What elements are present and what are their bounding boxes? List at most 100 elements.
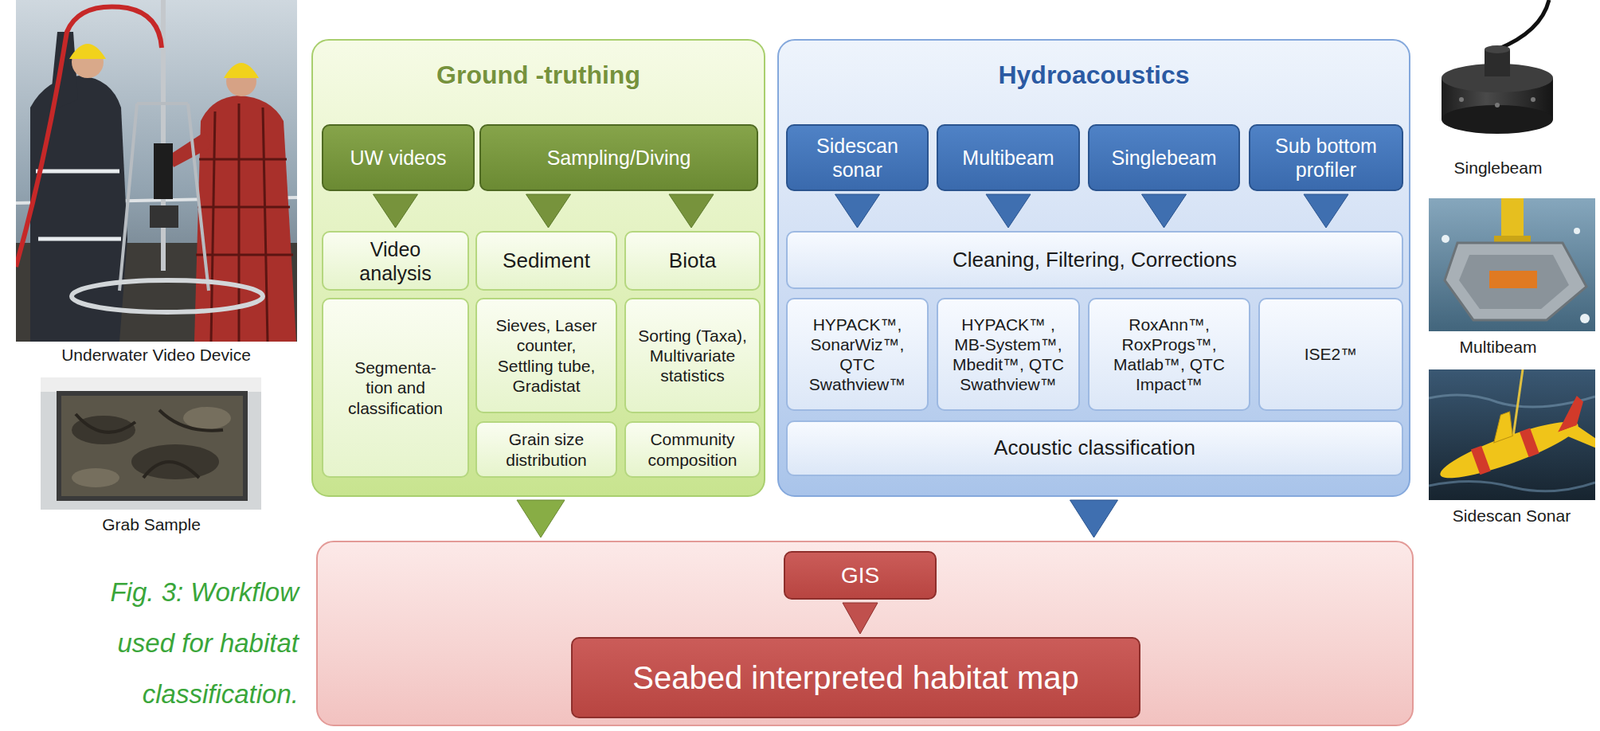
tool-box: ISE2™ xyxy=(1258,297,1404,411)
box-label: Sidescan sonar xyxy=(803,133,912,182)
method-box: Sidescan sonar xyxy=(786,124,929,192)
tool-box: HYPACK™ , MB-System™, Mbedit™, QTC Swath… xyxy=(936,297,1080,411)
box-label: HYPACK™, SonarWiz™, QTC Swathview™ xyxy=(797,314,918,396)
process-box: Video analysis xyxy=(321,230,470,291)
box-label: GIS xyxy=(841,562,880,590)
photo-highlight xyxy=(40,377,262,392)
method-box: Singlebeam xyxy=(1087,124,1241,192)
box-label: Community composition xyxy=(633,429,752,470)
bolt xyxy=(1459,97,1464,102)
sonar-head xyxy=(1444,242,1587,321)
red-hose xyxy=(15,7,162,267)
box-label: Sub bottom profiler xyxy=(1259,133,1393,182)
bolt xyxy=(1494,102,1500,108)
flow-arrow xyxy=(526,194,572,228)
flow-arrow xyxy=(835,194,881,228)
process-box: Biota xyxy=(624,230,761,291)
plaid-line xyxy=(262,107,268,342)
multibeam-photo xyxy=(1428,198,1596,332)
helmet xyxy=(223,62,259,79)
worms xyxy=(75,410,223,478)
output-panel: GIS Seabed interpreted habitat map xyxy=(316,540,1414,727)
sample-tray xyxy=(58,393,246,499)
towfish-band xyxy=(1519,427,1540,458)
transducer-neck-top xyxy=(1484,45,1511,54)
towfish xyxy=(1428,387,1596,501)
process-box: Segmenta- tion and classification xyxy=(321,297,470,478)
singlebeam-transducer xyxy=(1441,0,1554,134)
frame-leg xyxy=(119,103,137,291)
gis-box: GIS xyxy=(783,551,937,600)
output-box: Seabed interpreted habitat map xyxy=(571,637,1141,719)
label-slot: Sidescan Sonar xyxy=(1427,505,1596,526)
flow-arrow xyxy=(985,194,1031,228)
box-label: Sieves, Laser counter, Settling tube, Gr… xyxy=(488,315,605,396)
towfish-fin xyxy=(1548,394,1590,433)
jacket-stripe xyxy=(38,237,122,242)
box-label: Multibeam xyxy=(962,145,1054,170)
mud xyxy=(71,468,120,488)
box-label: Singlebeam xyxy=(1111,145,1217,170)
frame-ring xyxy=(71,280,263,313)
group-panel: Ground -truthing UW videos Sampling/Diving… xyxy=(311,39,766,497)
tool-box: RoxAnn™, RoxProgs™, Matlab™, QTC Impact™ xyxy=(1087,297,1251,411)
box-label: Sampling/Diving xyxy=(547,145,692,170)
towfish-fin xyxy=(1557,420,1596,459)
panel-title: Ground -truthing xyxy=(312,59,764,90)
flow-arrow xyxy=(668,194,714,228)
transducer-neck xyxy=(1484,49,1511,77)
cable xyxy=(1497,0,1550,50)
plaid-line xyxy=(211,111,216,342)
towfish-band xyxy=(1470,445,1491,476)
towfish-mount xyxy=(1486,411,1518,443)
bolt xyxy=(1530,97,1536,102)
process-box: Sediment xyxy=(475,230,618,291)
figure-caption: Fig. 3: Workflow used for habitat classi… xyxy=(67,567,299,720)
box-label: Biota xyxy=(668,248,716,274)
method-box: UW videos xyxy=(321,124,475,192)
sonar-array xyxy=(1489,270,1538,289)
person-right-arm xyxy=(168,131,212,168)
photo-label: Singlebeam xyxy=(1418,157,1578,178)
jacket-stripe xyxy=(35,169,120,174)
bubble xyxy=(1580,313,1590,324)
plaid-line xyxy=(195,254,294,257)
box-label: Seabed interpreted habitat map xyxy=(632,658,1079,697)
tow-cable xyxy=(1513,369,1523,437)
group-panel: HydroacousticsSidescan sonarMultibeamSin… xyxy=(777,39,1411,497)
wave xyxy=(1428,481,1596,491)
label-slot: Singlebeam xyxy=(1418,157,1578,178)
bubble xyxy=(1573,227,1581,235)
photo-label: Grab Sample xyxy=(31,514,271,535)
flow-arrow xyxy=(1303,194,1349,228)
bubble xyxy=(1441,234,1450,243)
photo-water xyxy=(1428,198,1596,332)
camera xyxy=(153,143,173,200)
tool-box: HYPACK™, SonarWiz™, QTC Swathview™ xyxy=(786,297,929,411)
photo-bg xyxy=(40,377,262,510)
result-box: Grain size distribution xyxy=(475,421,618,478)
frame-bar xyxy=(136,101,188,106)
sonar-panel xyxy=(1459,254,1569,310)
towfish-body xyxy=(1435,412,1584,489)
label-slot: Multibeam xyxy=(1418,336,1578,357)
box-label: Sediment xyxy=(502,248,591,274)
result-box: Community composition xyxy=(624,421,761,478)
wave xyxy=(1428,395,1596,407)
box-label: Segmenta- tion and classification xyxy=(347,357,444,419)
result-box: Acoustic classification xyxy=(786,420,1404,477)
photo-label: Sidescan Sonar xyxy=(1427,505,1596,526)
box-label: Video analysis xyxy=(336,237,455,286)
process-box: Cleaning, Filtering, Corrections xyxy=(786,230,1404,290)
flow-arrow xyxy=(842,602,878,634)
camera-housing xyxy=(149,205,179,228)
tool-box: Sorting (Taxa), Multivariate statistics xyxy=(624,297,761,414)
plaid-line xyxy=(197,206,290,209)
label-slot: Grab Sample xyxy=(31,514,271,535)
box-label: HYPACK™ , MB-System™, Mbedit™, QTC Swath… xyxy=(947,314,1069,396)
flow-arrow xyxy=(373,194,419,228)
box-label: Grain size distribution xyxy=(485,429,608,470)
photo-label: Underwater Video Device xyxy=(12,344,300,365)
